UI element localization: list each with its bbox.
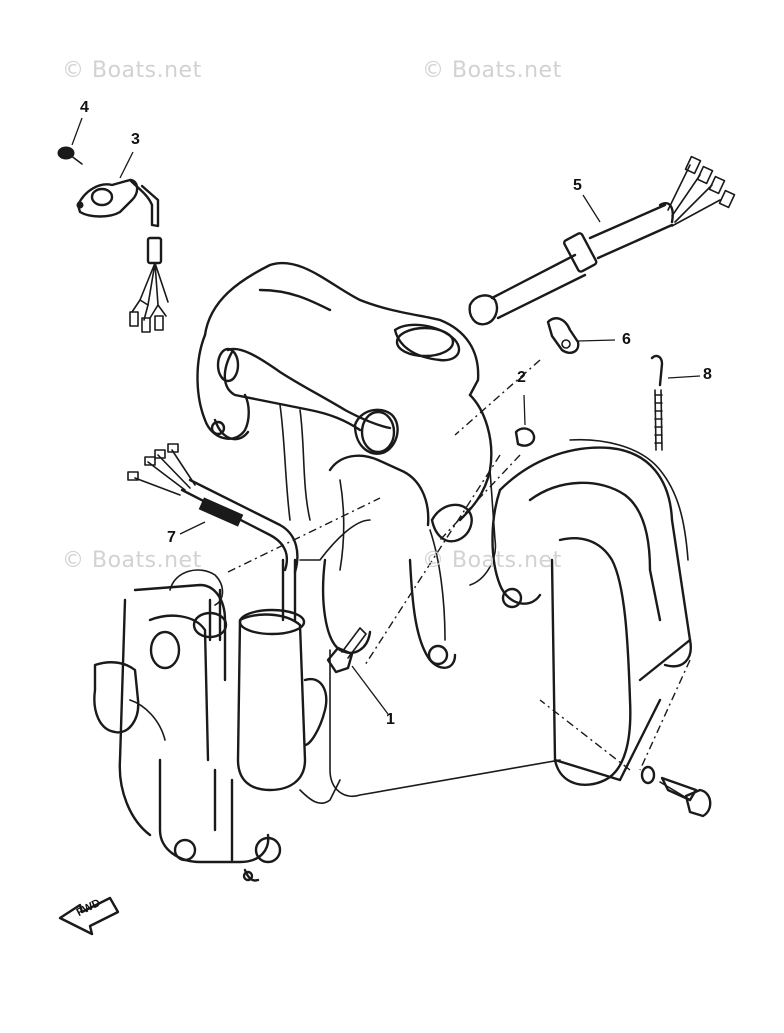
clamp-body	[321, 454, 497, 669]
callout-3: 3	[131, 131, 140, 148]
callout-6: 6	[622, 331, 631, 348]
part-8-cable-tie	[650, 354, 701, 451]
trim-pin-bolt	[640, 765, 712, 818]
part-1-bolt	[326, 627, 367, 674]
callout-leader-1	[351, 665, 389, 715]
callout-1: 1	[386, 711, 395, 728]
callout-4: 4	[80, 99, 89, 116]
part-7-harness	[127, 443, 299, 574]
assembly-lines	[227, 359, 691, 771]
callout-8: 8	[703, 366, 712, 383]
swivel-bracket	[196, 261, 493, 522]
watermark: © Boats.net	[422, 58, 562, 83]
callout-2: 2	[517, 369, 526, 386]
part-6-clamp	[546, 317, 616, 354]
trim-tilt-unit	[93, 519, 561, 882]
part-4-screw	[57, 117, 83, 165]
callout-7: 7	[167, 529, 176, 546]
watermark: © Boats.net	[62, 58, 202, 83]
watermark: © Boats.net	[62, 548, 202, 573]
watermark: © Boats.net	[422, 548, 562, 573]
fwd-arrow	[58, 896, 120, 936]
callout-5: 5	[573, 177, 582, 194]
part-3-trim-sender	[76, 151, 169, 333]
part-2-clip	[514, 394, 536, 447]
stern-bracket	[491, 438, 692, 787]
part-5-harness	[468, 155, 736, 326]
